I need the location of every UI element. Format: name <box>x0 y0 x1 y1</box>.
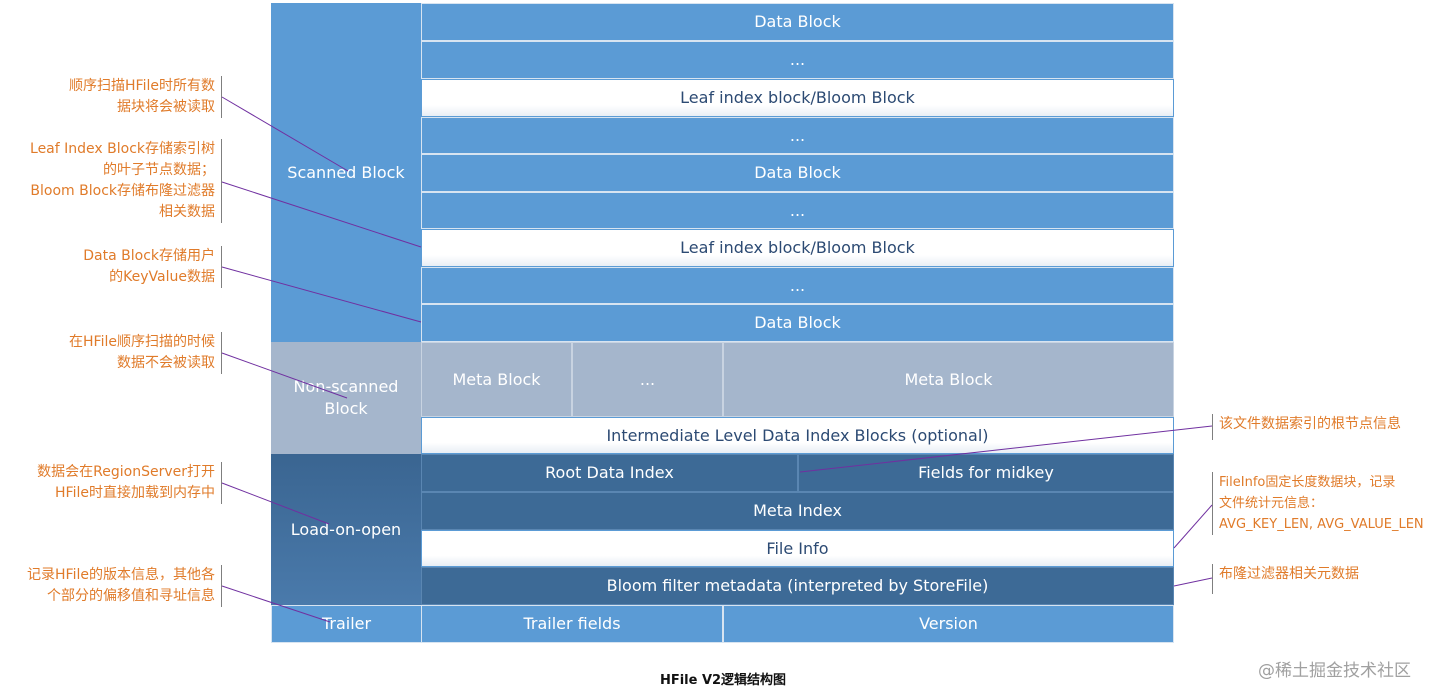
annotation-data-block: Data Block存储用户 的KeyValue数据 <box>83 246 222 288</box>
annotation-bloom-metadata: 布隆过滤器相关元数据 <box>1212 564 1359 594</box>
annotation-line: 的叶子节点数据； <box>103 162 215 178</box>
leaf-index-text: Leaf index block/Bloom Block <box>680 238 915 257</box>
watermark: @稀土掘金技术社区 <box>1258 661 1411 681</box>
fields-for-midkey-cell: Fields for midkey <box>798 454 1174 492</box>
load-on-open-section: Load-on-open <box>271 454 421 605</box>
load-on-open-label: Load-on-open <box>290 519 402 539</box>
annotation-line: 文件统计元信息： <box>1219 496 1324 511</box>
annotation-trailer: 记录HFile的版本信息，其他各 个部分的偏移值和寻址信息 <box>27 565 222 607</box>
trailer-fields-text: Trailer fields <box>523 614 621 633</box>
meta-ellipsis-cell: ... <box>572 342 723 417</box>
trailer-section: Trailer <box>271 605 422 643</box>
bloom-filter-metadata-text: Bloom filter metadata (interpreted by St… <box>606 576 989 595</box>
fields-for-midkey-text: Fields for midkey <box>918 463 1054 482</box>
annotation-line: 布隆过滤器相关元数据 <box>1219 566 1359 582</box>
ellipsis-text: ... <box>639 369 656 389</box>
ellipsis-row: ... <box>421 192 1174 229</box>
file-info-text: File Info <box>766 538 829 558</box>
leader-line <box>1173 504 1213 549</box>
intermediate-index-text: Intermediate Level Data Index Blocks (op… <box>606 425 989 445</box>
non-scanned-block-label: Non-scanned Block <box>293 377 399 418</box>
scanned-block-label: Scanned Block <box>287 162 405 182</box>
annotation-line: FileInfo固定长度数据块，记录 <box>1219 475 1396 490</box>
leader-line <box>221 181 422 248</box>
leader-line <box>1173 577 1213 587</box>
trailer-fields-cell: Trailer fields <box>421 605 723 643</box>
ellipsis-text: ... <box>789 275 806 295</box>
meta-block-text: Meta Block <box>904 369 993 389</box>
annotation-line: 据块将会被读取 <box>117 99 215 115</box>
meta-block-cell: Meta Block <box>421 342 572 417</box>
leaf-index-bloom-block-row: Leaf index block/Bloom Block <box>421 79 1174 117</box>
annotation-file-info: FileInfo固定长度数据块，记录 文件统计元信息： AVG_KEY_LEN,… <box>1212 472 1424 535</box>
annotation-line: AVG_KEY_LEN, AVG_VALUE_LEN <box>1219 517 1424 532</box>
annotation-line: Leaf Index Block存储索引树 <box>30 141 215 157</box>
data-block-row: Data Block <box>421 304 1174 342</box>
leader-line <box>799 425 1213 473</box>
root-data-index-cell: Root Data Index <box>421 454 798 492</box>
annotation-sequential-scan: 顺序扫描HFile时所有数 据块将会被读取 <box>69 76 222 118</box>
leader-line <box>221 585 331 623</box>
meta-index-row: Meta Index <box>421 492 1174 530</box>
meta-block-cell: Meta Block <box>723 342 1174 417</box>
annotation-line: 的KeyValue数据 <box>109 269 215 285</box>
leader-line <box>221 482 330 525</box>
annotation-non-scanned: 在HFile顺序扫描的时候 数据不会被读取 <box>69 332 222 374</box>
ellipsis-row: ... <box>421 267 1174 304</box>
annotation-line: 顺序扫描HFile时所有数 <box>69 78 215 94</box>
version-cell: Version <box>723 605 1174 643</box>
leader-line <box>221 352 348 399</box>
ellipsis-row: ... <box>421 117 1174 154</box>
data-block-text: Data Block <box>754 313 841 332</box>
annotation-line: 相关数据 <box>159 204 215 220</box>
leaf-index-bloom-block-row: Leaf index block/Bloom Block <box>421 229 1174 267</box>
root-data-index-text: Root Data Index <box>545 463 674 482</box>
annotation-line: 该文件数据索引的根节点信息 <box>1219 416 1401 432</box>
leader-line <box>221 266 422 323</box>
annotation-line: 记录HFile的版本信息，其他各 <box>27 567 215 583</box>
meta-block-text: Meta Block <box>452 369 541 389</box>
version-text: Version <box>919 614 978 633</box>
annotation-line: Data Block存储用户 <box>83 248 215 264</box>
ellipsis-text: ... <box>789 200 806 220</box>
file-info-row: File Info <box>421 530 1174 567</box>
data-block-text: Data Block <box>754 163 841 182</box>
scanned-block-section: Scanned Block <box>271 3 421 342</box>
diagram-caption: HFile V2逻辑结构图 <box>659 673 787 688</box>
annotation-line: 数据不会被读取 <box>117 355 215 371</box>
ellipsis-row: ... <box>421 41 1174 79</box>
annotation-line: Bloom Block存储布隆过滤器 <box>30 183 215 199</box>
annotation-root-index: 该文件数据索引的根节点信息 <box>1212 414 1401 440</box>
ellipsis-text: ... <box>789 50 806 69</box>
trailer-label: Trailer <box>321 614 372 633</box>
bloom-filter-metadata-row: Bloom filter metadata (interpreted by St… <box>421 567 1174 605</box>
data-block-row: Data Block <box>421 154 1174 192</box>
intermediate-index-row: Intermediate Level Data Index Blocks (op… <box>421 417 1174 454</box>
annotation-line: HFile时直接加载到内存中 <box>55 485 215 501</box>
data-block-row: Data Block <box>421 3 1174 41</box>
leader-line <box>221 96 349 172</box>
annotation-load-on-open: 数据会在RegionServer打开 HFile时直接加载到内存中 <box>37 462 222 504</box>
annotation-leaf-bloom: Leaf Index Block存储索引树 的叶子节点数据； Bloom Blo… <box>30 139 222 223</box>
ellipsis-text: ... <box>789 125 806 145</box>
annotation-line: 数据会在RegionServer打开 <box>37 464 215 480</box>
annotation-line: 在HFile顺序扫描的时候 <box>69 334 215 350</box>
data-block-text: Data Block <box>754 12 841 31</box>
leaf-index-text: Leaf index block/Bloom Block <box>680 88 915 107</box>
meta-index-text: Meta Index <box>753 501 842 520</box>
annotation-line: 个部分的偏移值和寻址信息 <box>47 588 215 604</box>
